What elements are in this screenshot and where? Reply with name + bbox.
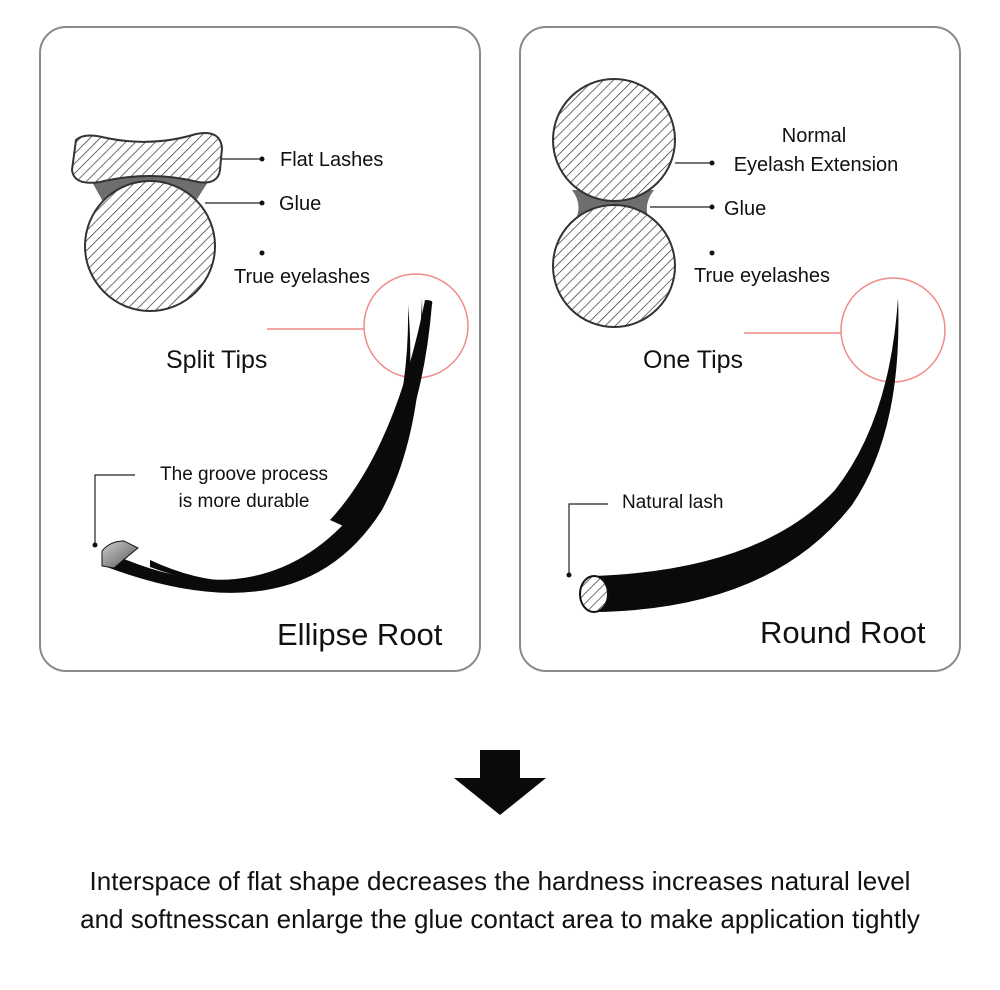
groove-callout-dot — [92, 542, 98, 548]
right-glue-label: Glue — [724, 198, 766, 220]
split-tip-lash — [101, 298, 433, 593]
right-true-eyelashes-dot — [709, 250, 715, 256]
normal-extension-dot — [709, 160, 715, 166]
round-root-title: Round Root — [760, 615, 926, 650]
eyelash-extension-label: Eyelash Extension — [734, 154, 899, 176]
ellipse-root-title: Ellipse Root — [277, 617, 443, 652]
left-true-eyelash-cross-section — [84, 180, 216, 312]
summary-line-1: Interspace of flat shape decreases the h… — [89, 866, 911, 896]
one-tip-lash — [579, 298, 899, 613]
summary-text: Interspace of flat shape decreases the h… — [0, 862, 1000, 938]
flat-lashes-label: Flat Lashes — [280, 149, 383, 171]
lash-comparison-diagram: Flat Lashes Glue True eyelashes Split Ti… — [39, 26, 961, 815]
one-tips-label: One Tips — [643, 346, 743, 374]
groove-callout-line2: is more durable — [179, 491, 310, 512]
normal-extension-cross-section — [552, 78, 676, 202]
normal-label: Normal — [782, 125, 846, 147]
natural-lash-dot — [566, 572, 572, 578]
flat-lash-cross-section — [70, 132, 224, 184]
summary-line-2: and softnesscan enlarge the glue contact… — [80, 904, 920, 934]
split-tips-label: Split Tips — [166, 346, 267, 374]
left-panel: Flat Lashes Glue True eyelashes Split Ti… — [39, 26, 481, 672]
right-glue-dot — [709, 204, 715, 210]
left-true-eyelashes-dot — [259, 250, 265, 256]
natural-lash-leader — [568, 503, 608, 575]
natural-lash-label: Natural lash — [622, 492, 723, 513]
flat-lashes-dot — [259, 156, 265, 162]
left-glue-label: Glue — [279, 193, 321, 215]
left-glue-dot — [259, 200, 265, 206]
round-root-end — [579, 575, 609, 613]
right-true-eyelash-cross-section — [552, 204, 676, 328]
ellipse-root-end — [101, 540, 139, 569]
right-true-eyelashes-label: True eyelashes — [694, 265, 830, 287]
groove-callout-line1: The groove process — [160, 464, 328, 485]
right-panel: Normal Eyelash Extension Glue True eyela… — [519, 26, 961, 672]
down-arrow-icon — [454, 750, 546, 815]
groove-callout-leader — [94, 474, 135, 545]
left-true-eyelashes-label: True eyelashes — [234, 266, 370, 288]
